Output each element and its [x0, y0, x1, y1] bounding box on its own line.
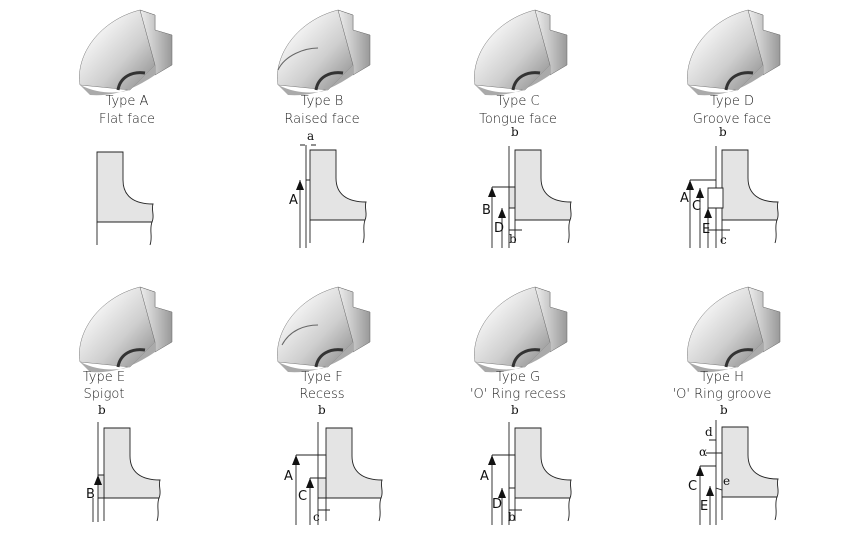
panel-title: Type A	[106, 94, 149, 109]
raised-face-profile	[309, 149, 367, 244]
dim-label: A	[680, 191, 689, 206]
dim-label: b	[511, 403, 519, 417]
groove-face-profile	[721, 149, 779, 244]
dim-label: C	[688, 479, 697, 494]
dim-label: D	[494, 221, 504, 236]
dim-label: C	[298, 489, 307, 504]
panel-title: Type H	[700, 370, 744, 385]
panel-title: Type G	[496, 370, 540, 385]
panel-type-b: Type B Raised face a A	[275, 8, 372, 248]
panel-subtitle: Tongue face	[479, 112, 557, 127]
dim-label: A	[284, 469, 293, 484]
dim-label: E	[702, 222, 710, 237]
panel-subtitle: 'O' Ring recess	[470, 387, 566, 402]
dim-label: d	[705, 425, 713, 439]
panel-type-f: Type F Recess b A C c	[275, 285, 383, 525]
recess-profile	[325, 427, 383, 522]
dim-label: a	[307, 129, 314, 143]
panel-type-c: Type C Tongue face b B D b	[472, 8, 572, 248]
o-ring-groove-profile	[721, 426, 779, 521]
dim-label: c	[313, 510, 320, 524]
dim-label: c	[720, 233, 727, 247]
panel-type-e: Type E Spigot b B	[77, 285, 174, 522]
panel-title: Type E	[83, 370, 125, 385]
panel-subtitle: Recess	[299, 387, 344, 402]
tongue-face-profile	[514, 149, 572, 244]
dim-label: B	[86, 487, 95, 502]
o-ring-recess-render	[472, 285, 569, 374]
dim-label: e	[723, 474, 730, 488]
panel-subtitle: Flat face	[99, 112, 155, 127]
panel-title: Type B	[301, 94, 344, 109]
raised-face-render	[275, 8, 372, 97]
dim-label: b	[511, 125, 519, 139]
dim-label: b	[509, 232, 517, 246]
panel-subtitle: 'O' Ring groove	[673, 387, 772, 402]
dim-label: A	[289, 193, 298, 208]
dim-label: C	[692, 199, 701, 214]
recess-render	[275, 285, 372, 374]
dim-label: E	[700, 499, 708, 514]
flat-face-render	[77, 8, 174, 97]
dim-label: A	[480, 469, 489, 484]
panel-subtitle: Raised face	[284, 112, 359, 127]
dim-label: b	[508, 510, 516, 524]
panel-title: Type F	[301, 370, 342, 385]
dim-label: D	[492, 497, 502, 512]
tongue-face-render	[472, 8, 569, 97]
o-ring-groove-render	[685, 285, 782, 374]
spigot-render	[77, 285, 174, 374]
spigot-profile	[103, 427, 161, 522]
dim-label: α	[699, 445, 707, 459]
groove-face-render	[685, 8, 782, 97]
panel-title: Type C	[496, 94, 539, 109]
dim-label: B	[482, 203, 491, 218]
dim-label: b	[318, 403, 326, 417]
dim-label: b	[720, 403, 728, 417]
dim-label: b	[719, 125, 727, 139]
panel-type-d: Type D Groove face b A C E c	[680, 8, 782, 248]
panel-type-a: Type A Flat face	[77, 8, 174, 246]
panel-title: Type D	[710, 94, 754, 109]
panel-type-g: Type G 'O' Ring recess b A D b	[470, 285, 572, 525]
dim-label: b	[98, 403, 106, 417]
panel-subtitle: Groove face	[693, 112, 772, 127]
o-ring-recess-profile	[514, 427, 572, 522]
panel-type-h: Type H 'O' Ring groove b d α C e E	[673, 285, 782, 525]
panel-subtitle: Spigot	[84, 387, 125, 402]
flat-face-profile	[96, 151, 154, 246]
